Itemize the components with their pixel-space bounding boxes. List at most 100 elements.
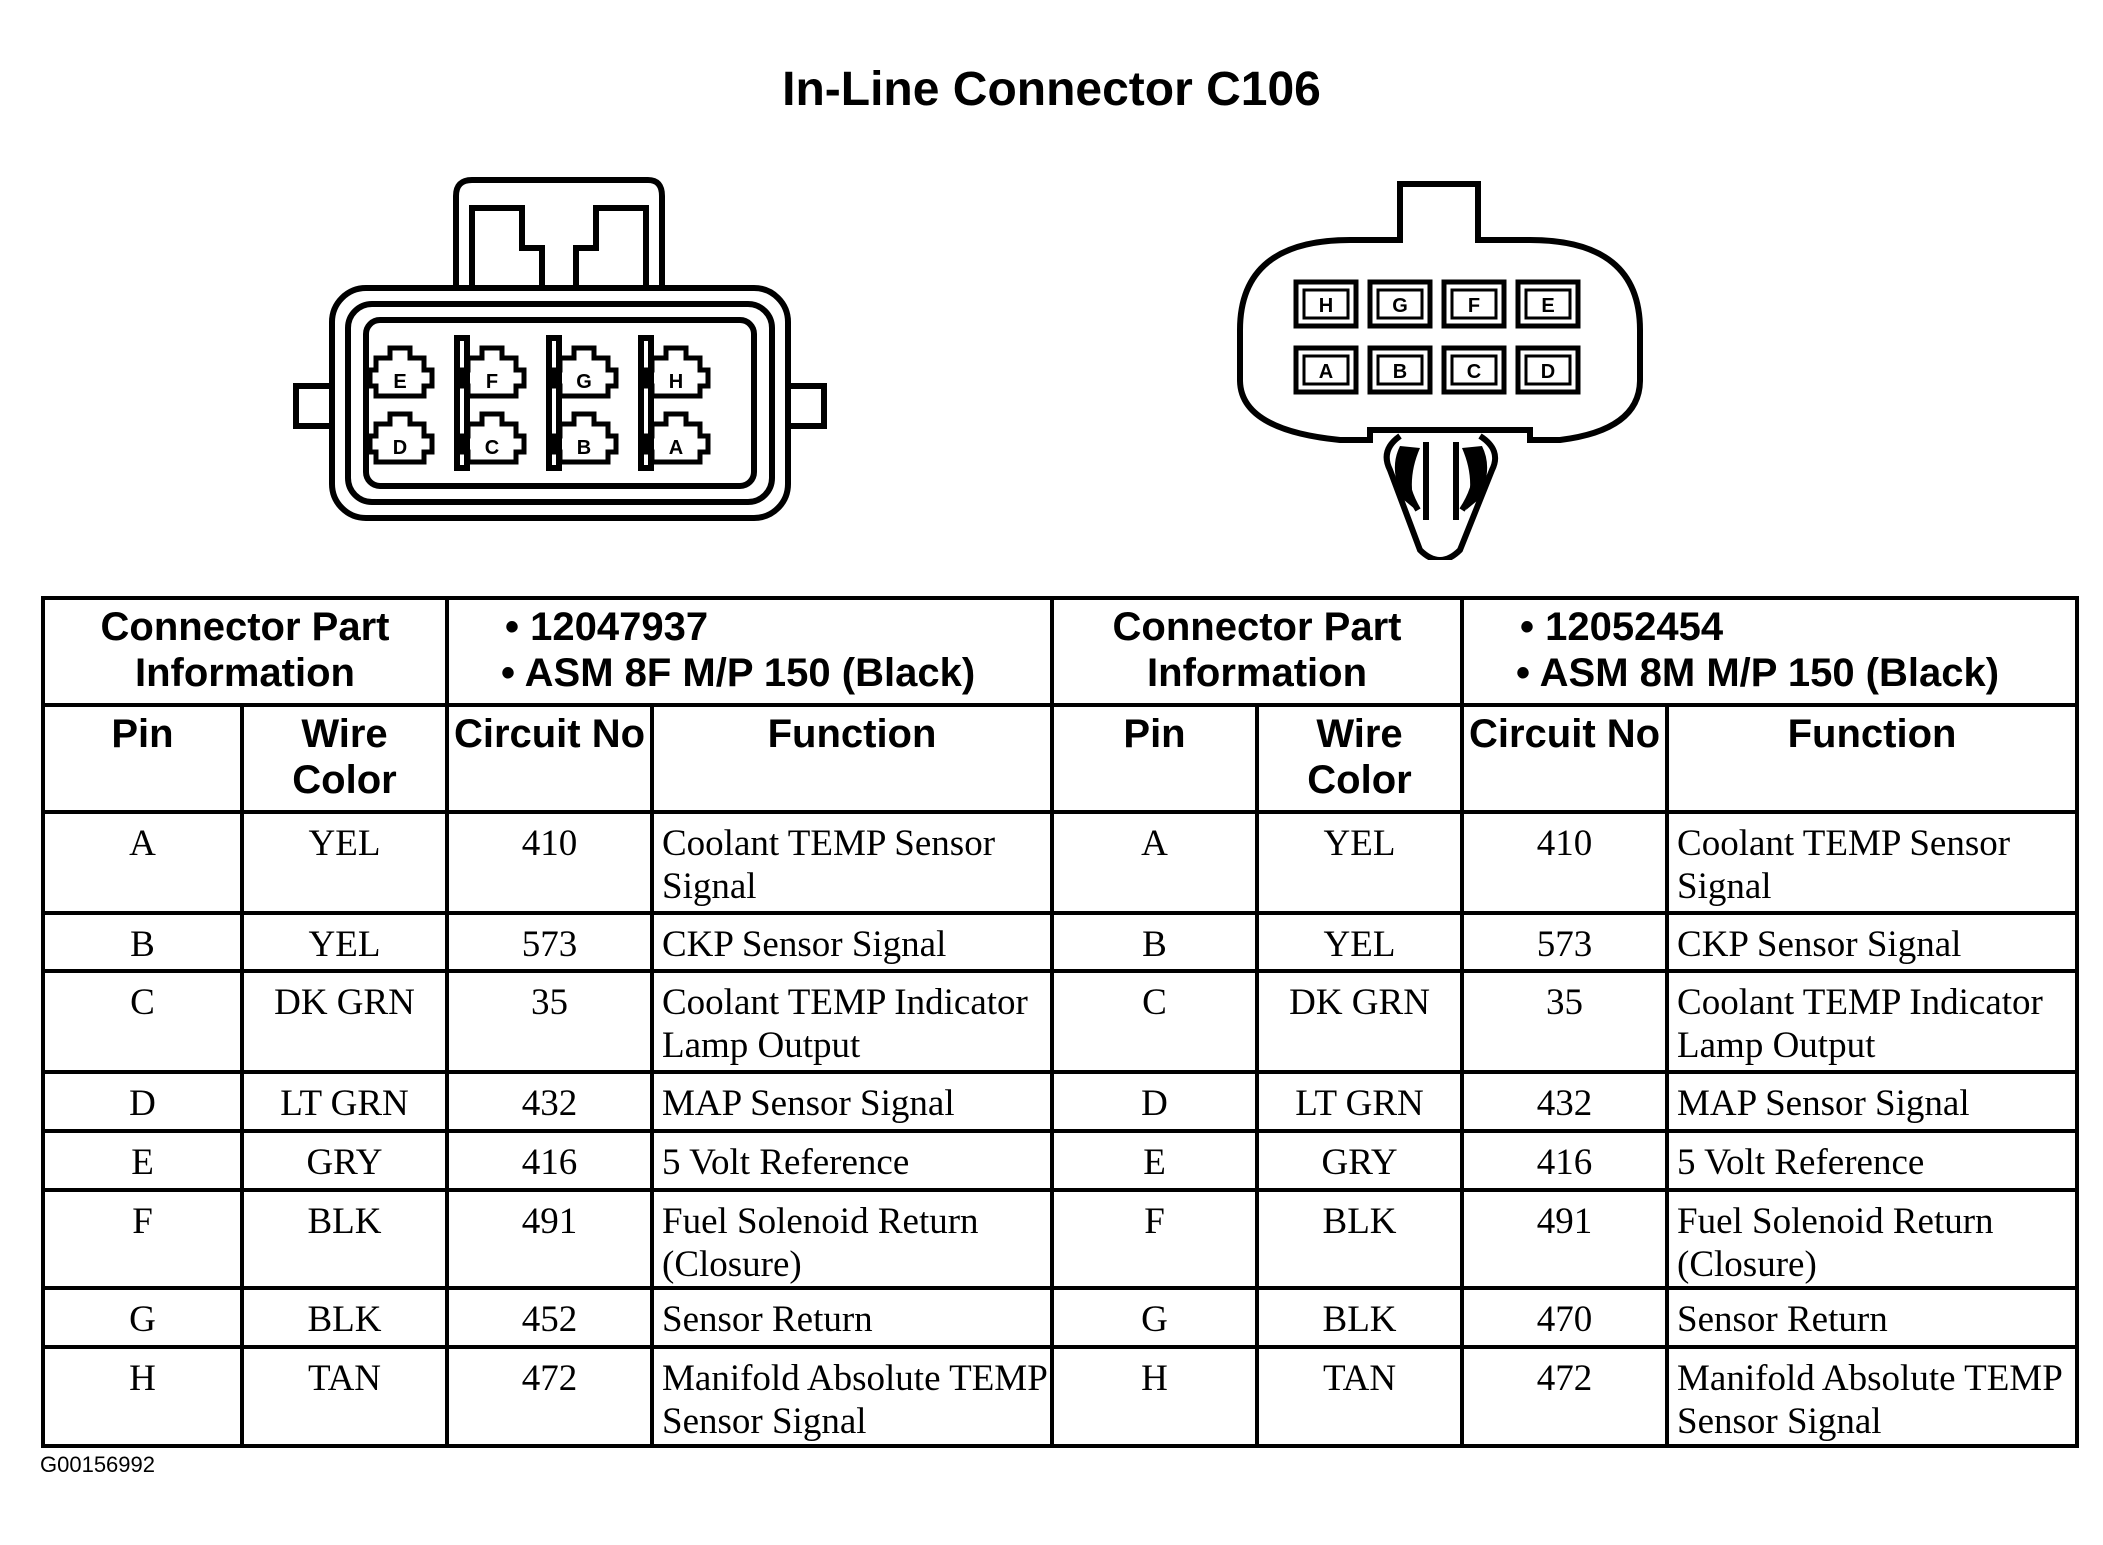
header-pin: Pin	[41, 703, 244, 814]
left-wire-color-cell: BLK	[240, 1286, 449, 1349]
left-part-number: • 12047937	[505, 605, 709, 649]
right-circuit-no-cell: 573	[1460, 910, 1670, 974]
header-function: Function	[649, 703, 1055, 814]
right-pin-cell: A	[1050, 810, 1260, 915]
female-pin-cavity: C	[459, 411, 527, 465]
right-pin-cell: G	[1050, 1286, 1260, 1349]
male-pin-terminal: B	[1367, 345, 1433, 395]
right-part-info-label: Connector Part Information	[1050, 596, 1465, 707]
left-part-info-label: Connector Part Information	[41, 596, 449, 707]
left-function-cell: CKP Sensor Signal	[649, 910, 1055, 974]
figure-id: G00156992	[40, 1452, 155, 1477]
left-wire-color-cell: YEL	[240, 810, 449, 915]
svg-text:G: G	[576, 371, 592, 393]
female-pin-cavity: H	[643, 345, 711, 399]
right-circuit-no-cell: 432	[1460, 1070, 1670, 1133]
right-circuit-no-cell: 470	[1460, 1286, 1670, 1349]
left-pin-cell: C	[41, 969, 244, 1075]
left-circuit-no-cell: 491	[445, 1187, 654, 1291]
svg-text:H: H	[669, 371, 683, 393]
right-function-cell: Sensor Return	[1665, 1286, 2080, 1349]
female-pin-cavity: A	[643, 411, 711, 465]
right-pin-cell: H	[1050, 1344, 1260, 1449]
header-function: Function	[1665, 703, 2080, 814]
header-circuit-no: Circuit No	[445, 703, 654, 814]
right-circuit-no-cell: 472	[1460, 1344, 1670, 1449]
right-function-cell: Coolant TEMP Sensor Signal	[1665, 810, 2080, 915]
svg-text:E: E	[393, 371, 406, 393]
svg-text:D: D	[393, 437, 407, 459]
right-function-cell: Manifold Absolute TEMP Sensor Signal	[1665, 1344, 2080, 1449]
svg-text:F: F	[486, 371, 498, 393]
left-circuit-no-cell: 410	[445, 810, 654, 915]
male-pin-terminal: H	[1293, 279, 1359, 329]
left-function-cell: 5 Volt Reference	[649, 1128, 1055, 1192]
header-circuit-no: Circuit No	[1460, 703, 1670, 814]
right-wire-color-cell: GRY	[1255, 1128, 1465, 1192]
left-part-info: • 12047937 • ASM 8F M/P 150 (Black)	[444, 596, 1055, 707]
right-pin-cell: C	[1050, 969, 1260, 1075]
right-part-info: • 12052454 • ASM 8M M/P 150 (Black)	[1460, 596, 2080, 707]
male-pin-terminal: G	[1367, 279, 1433, 329]
right-circuit-no-cell: 416	[1460, 1128, 1670, 1192]
left-part-assembly: • ASM 8F M/P 150 (Black)	[501, 651, 976, 695]
left-pin-cell: B	[41, 910, 244, 974]
right-wire-color-cell: BLK	[1255, 1187, 1465, 1291]
right-function-cell: 5 Volt Reference	[1665, 1128, 2080, 1192]
left-wire-color-cell: YEL	[240, 910, 449, 974]
left-wire-color-cell: TAN	[240, 1344, 449, 1449]
male-pin-terminal: E	[1515, 279, 1581, 329]
left-pin-cell: A	[41, 810, 244, 915]
left-circuit-no-cell: 472	[445, 1344, 654, 1449]
left-pin-cell: F	[41, 1187, 244, 1291]
left-function-cell: Fuel Solenoid Return (Closure)	[649, 1187, 1055, 1291]
left-function-cell: Coolant TEMP Sensor Signal	[649, 810, 1055, 915]
left-function-cell: MAP Sensor Signal	[649, 1070, 1055, 1133]
male-pin-terminal: C	[1441, 345, 1507, 395]
left-wire-color-cell: LT GRN	[240, 1070, 449, 1133]
right-part-assembly: • ASM 8M M/P 150 (Black)	[1516, 651, 2000, 695]
header-wire-color: Wire Color	[240, 703, 449, 814]
right-circuit-no-cell: 35	[1460, 969, 1670, 1075]
right-pin-cell: E	[1050, 1128, 1260, 1192]
left-pin-cell: E	[41, 1128, 244, 1192]
right-function-cell: Fuel Solenoid Return (Closure)	[1665, 1187, 2080, 1291]
part-info-row: Connector Part Information • 12047937 • …	[41, 596, 2080, 707]
left-function-cell: Coolant TEMP Indicator Lamp Output	[649, 969, 1055, 1075]
right-circuit-no-cell: 410	[1460, 810, 1670, 915]
left-pin-cell: H	[41, 1344, 244, 1449]
female-pin-cavity: B	[551, 411, 619, 465]
header-wire-color: Wire Color	[1255, 703, 1465, 814]
female-pin-cavity: F	[459, 345, 527, 399]
left-circuit-no-cell: 416	[445, 1128, 654, 1192]
left-pin-cell: D	[41, 1070, 244, 1133]
right-function-cell: MAP Sensor Signal	[1665, 1070, 2080, 1133]
left-function-cell: Manifold Absolute TEMP Sensor Signal	[649, 1344, 1055, 1449]
female-pin-cavity: E	[367, 345, 435, 399]
svg-text:D: D	[1541, 361, 1555, 383]
right-pin-cell: D	[1050, 1070, 1260, 1133]
right-wire-color-cell: BLK	[1255, 1286, 1465, 1349]
svg-text:H: H	[1319, 295, 1333, 317]
pinout-table: Connector Part Information • 12047937 • …	[41, 596, 2080, 1449]
svg-text:F: F	[1468, 295, 1480, 317]
left-wire-color-cell: GRY	[240, 1128, 449, 1192]
left-circuit-no-cell: 432	[445, 1070, 654, 1133]
left-function-cell: Sensor Return	[649, 1286, 1055, 1349]
svg-text:A: A	[1319, 361, 1333, 383]
right-wire-color-cell: LT GRN	[1255, 1070, 1465, 1133]
right-pin-cell: F	[1050, 1187, 1260, 1291]
male-pin-terminal: A	[1293, 345, 1359, 395]
right-circuit-no-cell: 491	[1460, 1187, 1670, 1291]
right-wire-color-cell: TAN	[1255, 1344, 1465, 1449]
